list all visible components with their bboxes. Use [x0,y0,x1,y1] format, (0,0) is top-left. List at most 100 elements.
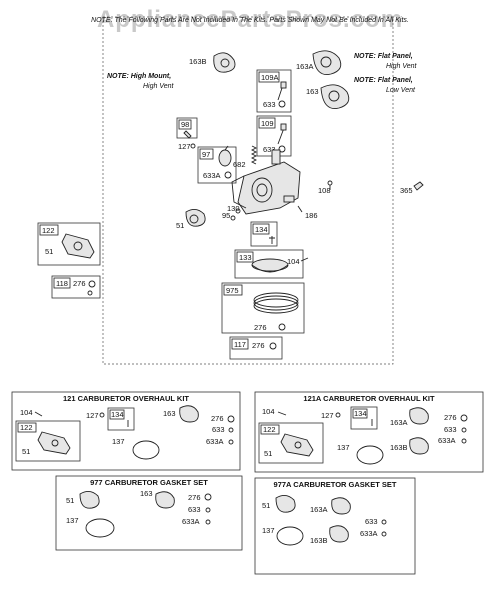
kit-977A-label-163B: 163B [310,536,328,545]
note-flat-high-line1: NOTE: Flat Panel, [354,53,413,60]
kit-121A-panel: 121A CARBURETOR OVERHAUL KIT 104 127 134… [254,391,484,473]
part-51-gasket [185,209,206,227]
group-97-frame [197,146,237,184]
kit-121-panel: 121 CARBURETOR OVERHAUL KIT 104 127 134 … [11,391,241,471]
label-118: 118 [56,279,68,288]
kit-121A-label-163B: 163B [390,443,408,452]
label-163: 163 [306,87,319,96]
kit-121-label-127: 127 [86,411,99,420]
part-276c-washer [269,342,277,350]
label-365: 365 [400,186,413,195]
kit-977-title: 977 CARBURETOR GASKET SET [90,478,208,487]
label-104: 104 [287,257,300,266]
label-276-b: 276 [254,323,267,332]
kit-977-label-633: 633 [188,505,201,514]
part-104-pin [300,257,309,262]
tag-109A [258,71,280,83]
tag-98 [178,119,192,130]
group-133-frame [234,249,304,279]
group-117-frame [229,336,283,360]
kit-977-panel: 977 CARBURETOR GASKET SET 51 163 276 633… [55,475,243,551]
kit-121-label-137: 137 [112,437,125,446]
part-130-washer [235,208,241,214]
part-109A-needle [277,81,287,101]
kit-121A-label-276: 276 [444,413,457,422]
part-134-valve [269,236,275,244]
note-high-mount-line2: High Vent [143,83,175,90]
group-134-frame [250,221,278,247]
kit-977-label-163: 163 [140,489,153,498]
label-133: 133 [239,253,252,262]
kit-977A-label-633A: 633A [360,529,378,538]
kit-121-title: 121 CARBURETOR OVERHAUL KIT [63,394,189,403]
part-633-oring [278,100,286,108]
part-682-spring [250,145,258,165]
kit-121-label-51: 51 [22,447,30,456]
kit-121-label-633A: 633A [206,437,224,446]
note-flat-low-line2: Low Vent [386,87,416,94]
label-117: 117 [234,340,246,349]
label-276-c: 276 [252,341,265,350]
kit-121A-label-134: 134 [354,409,367,418]
kit-121A-label-104: 104 [262,407,275,416]
header-note: NOTE: The Following Parts Are Not Includ… [91,17,409,24]
label-633-a: 633 [263,100,276,109]
kit-977-label-633A: 633A [182,517,200,526]
part-108-screw [327,180,333,186]
part-95-screw [230,215,236,221]
group-98-frame [176,117,198,139]
kit-977-label-51: 51 [66,496,74,505]
label-109: 109 [261,119,274,128]
part-633b-oring [278,145,286,153]
group-975-frame [221,282,305,334]
label-95: 95 [222,211,230,220]
main-assembly-frame [102,16,394,365]
kit-977A-title: 977A CARBURETOR GASKET SET [274,480,397,489]
part-97-choke [218,145,232,167]
tag-975 [223,284,243,296]
kit-121A-label-127: 127 [321,411,334,420]
group-118-frame [51,275,101,299]
part-133-float [251,258,289,273]
kit-121A-label-137: 137 [337,443,350,452]
note-flat-high-line2: High Vent [386,63,418,70]
label-633-b: 633 [263,145,276,154]
part-633A-seal [224,171,232,179]
kit-121A-label-633: 633 [444,425,457,434]
kit-977A-label-137: 137 [262,526,275,535]
label-51-b: 51 [45,247,53,256]
label-682: 682 [233,160,246,169]
label-975: 975 [226,286,239,295]
kit-977A-label-51: 51 [262,501,270,510]
tag-117 [231,338,249,350]
label-127: 127 [178,142,191,151]
tag-134 [252,223,270,235]
label-130: 130 [227,204,240,213]
label-51: 51 [176,221,184,230]
label-186: 186 [305,211,318,220]
kit-121-label-134: 134 [111,410,124,419]
kit-121-label-276: 276 [211,414,224,423]
kit-977-label-137: 137 [66,516,79,525]
tag-97 [199,148,214,160]
group-122-frame [37,222,101,266]
kit-977-label-276: 276 [188,493,201,502]
kit-121A-label-122: 122 [263,425,276,434]
label-633A: 633A [203,171,221,180]
part-365-bolt [413,181,424,191]
part-276-washer [88,280,96,288]
label-109A: 109A [261,73,279,82]
tag-109 [258,117,276,129]
part-163A-gasket [312,50,342,76]
label-98: 98 [181,120,189,129]
label-134: 134 [255,225,268,234]
tag-118 [53,277,71,289]
note-high-mount-line1: NOTE: High Mount, [107,73,171,80]
part-127-washer [190,143,196,149]
kit-977A-label-633: 633 [365,517,378,526]
part-122-adapter [61,233,95,259]
kit-121-label-122: 122 [20,423,33,432]
tag-122 [39,224,59,236]
tag-133 [236,251,254,263]
label-163A: 163A [296,62,314,71]
